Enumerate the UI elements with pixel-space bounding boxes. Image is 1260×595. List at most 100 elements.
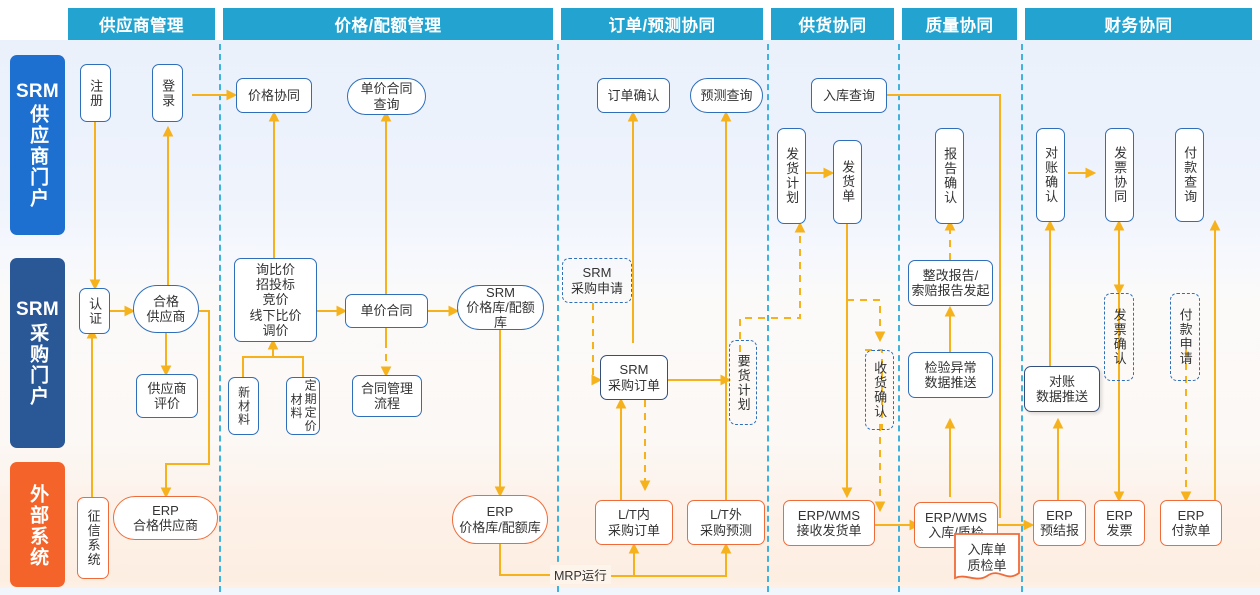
node-lt-out-purchase-forecast[interactable]: L/T外采购预测 [687,500,765,545]
node-label: 报告确认 [942,147,958,205]
node-label: 价格协同 [247,87,300,103]
lane-label-srm-supplier-portal: SRM 供应商门户 [10,55,65,235]
node-label: 注册 [88,78,104,108]
node-label: 认证 [87,296,103,326]
node-label: 合格供应商 [146,293,186,324]
node-lt-in-purchase-order[interactable]: L/T内采购订单 [595,500,673,545]
node-label: 预测查询 [700,87,753,103]
node-inspection-exception-push[interactable]: 检验异常数据推送 [908,352,993,398]
node-forecast-query[interactable]: 预测查询 [690,78,763,113]
node-label: L/T内采购订单 [607,507,660,538]
node-label: 整改报告/索赔报告发起 [911,267,990,298]
node-label: 合同管理流程 [360,380,413,411]
node-unit-price-contract[interactable]: 单价合同 [345,294,428,328]
node-label: 入库单 质检单 [967,542,1007,573]
document-shape-icon [954,533,1020,580]
column-header-price-quota: 价格/配额管理 [223,8,553,40]
node-label: 检验异常数据推送 [924,359,977,390]
column-header-supplier-mgmt: 供应商管理 [68,8,215,40]
node-reconcile-confirm[interactable]: 对账确认 [1036,128,1065,222]
column-header-label: 订单/预测协同 [608,17,716,35]
column-header-supply-collab: 供货协同 [771,8,894,40]
node-label: 新材料 [236,385,251,427]
lane-label-cn: 采购门户 [27,322,49,407]
node-inquiry-bidding[interactable]: 询比价招投标竞价线下比价调价 [234,258,317,342]
column-header-label: 供货协同 [798,17,867,35]
column-separator-2 [557,44,559,592]
node-shipping-note[interactable]: 发货单 [833,140,862,224]
node-invoice-confirm[interactable]: 发票确认 [1104,293,1134,381]
node-login[interactable]: 登录 [152,64,183,122]
node-contract-mgmt-process[interactable]: 合同管理流程 [352,375,422,417]
column-separator-1 [219,44,221,592]
node-label: 发货单 [840,160,856,204]
node-label: 定期定价材料 [289,379,318,433]
node-register[interactable]: 注册 [80,64,111,122]
node-receipt-confirm[interactable]: 收货确认 [865,350,894,430]
node-credit-system[interactable]: 征信系统 [77,497,109,579]
node-unit-price-contract-query[interactable]: 单价合同查询 [347,78,426,115]
node-label: 入库查询 [822,87,875,103]
node-label: 付款查询 [1182,146,1198,204]
node-demand-plan[interactable]: 要货计划 [729,340,757,425]
label-mrp-run: MRP运行 [550,565,611,584]
node-label: 发货计划 [784,147,800,205]
node-label: 询比价招投标竞价线下比价调价 [249,261,302,338]
node-inbound-qc-doc[interactable]: 入库单 质检单 [954,533,1020,583]
node-certification[interactable]: 认证 [79,288,110,334]
column-header-quality-collab: 质量协同 [902,8,1017,40]
node-label: 对账确认 [1043,146,1059,204]
node-label: 要货计划 [735,353,751,412]
node-report-confirm[interactable]: 报告确认 [935,128,964,224]
node-payment-request[interactable]: 付款申请 [1170,293,1200,381]
node-label: 征信系统 [85,509,101,567]
node-label: 发票协同 [1112,146,1128,204]
lane-label-srm-purchase-portal: SRM 采购门户 [10,258,65,448]
node-rectification-claim-report[interactable]: 整改报告/索赔报告发起 [908,260,993,306]
node-label: 订单确认 [607,87,660,103]
node-order-confirm[interactable]: 订单确认 [597,78,670,113]
node-label: 供应商评价 [147,380,187,411]
column-separator-5 [1021,44,1023,592]
column-header-label: 供应商管理 [99,17,184,35]
lane-label-en: SRM [15,80,60,102]
node-supplier-evaluation[interactable]: 供应商评价 [136,374,198,418]
lane-label-external-systems: 外部系统 [10,462,65,587]
node-periodic-priced-material[interactable]: 定期定价材料 [286,377,320,435]
node-invoice-collab[interactable]: 发票协同 [1105,128,1134,222]
node-inbound-query[interactable]: 入库查询 [811,78,887,113]
node-new-material[interactable]: 新材料 [228,377,259,435]
node-payment-query[interactable]: 付款查询 [1175,128,1204,222]
node-label: 对账数据推送 [1035,373,1088,404]
node-label: L/T外采购预测 [699,507,752,538]
lane-label-en: SRM [15,299,60,321]
column-separator-3 [767,44,769,592]
node-qualified-supplier[interactable]: 合格供应商 [133,285,199,333]
node-shipping-plan[interactable]: 发货计划 [777,128,806,224]
column-header-label: 财务协同 [1104,17,1173,35]
column-header-order-forecast: 订单/预测协同 [561,8,763,40]
node-price-collab[interactable]: 价格协同 [236,78,312,113]
node-label: 收货确认 [872,361,888,419]
node-label: 单价合同查询 [360,81,413,112]
bottom-edge-strip [0,588,1260,595]
column-header-label: 质量协同 [925,17,994,35]
node-reconcile-data-push[interactable]: 对账数据推送 [1024,366,1100,412]
